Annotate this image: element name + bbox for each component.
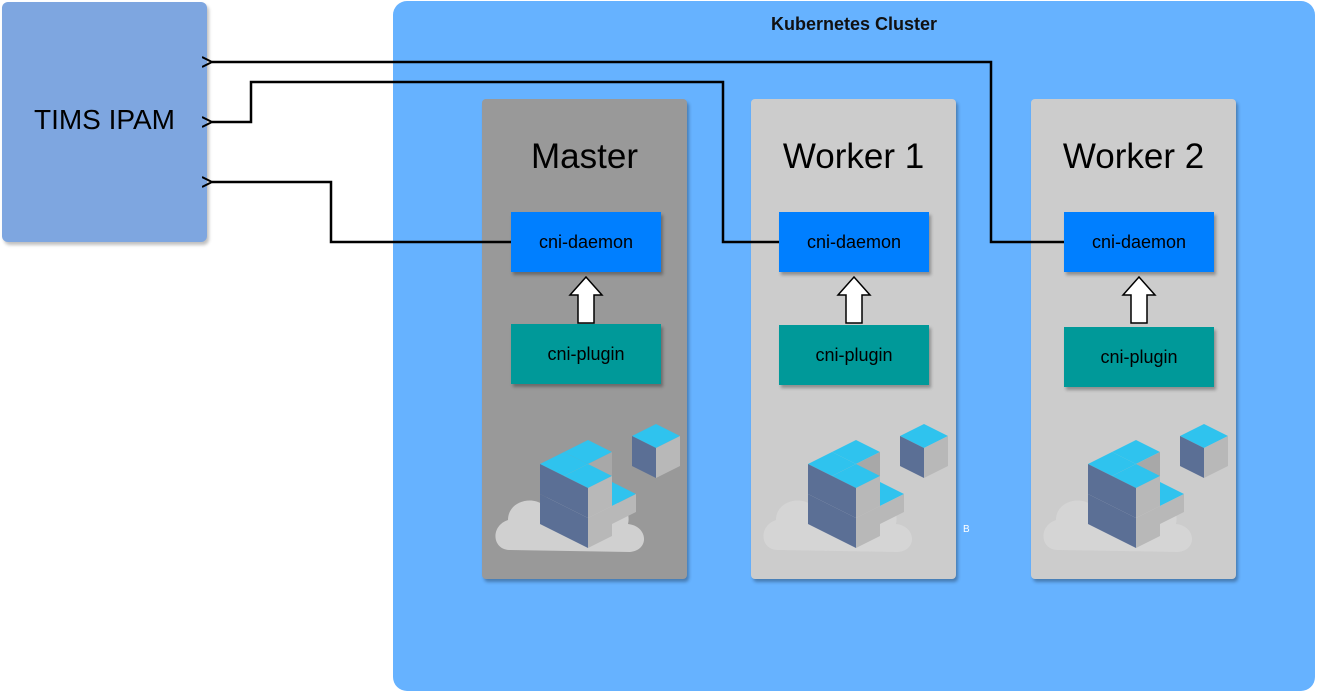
stray-label: B [963,524,970,535]
worker-1-node-title: Worker 1 [782,137,925,176]
master-cni-daemon: cni-daemon [511,212,661,272]
worker-1-cni-daemon-label: cni-daemon [806,231,902,252]
worker-2-cni-plugin: cni-plugin [1064,327,1214,387]
worker-2-cni-daemon-label: cni-daemon [1091,231,1187,252]
master-cni-plugin: cni-plugin [511,324,661,384]
tims-ipam-box: TIMS IPAM [2,2,207,242]
master-cni-daemon-label: cni-daemon [538,231,634,252]
worker-2-cni-plugin-label: cni-plugin [1100,346,1178,367]
cluster-title: Kubernetes Cluster [770,14,938,34]
master-node-title: Master [531,137,638,176]
worker-2-node-title: Worker 2 [1062,137,1205,176]
worker-1-cni-daemon: cni-daemon [779,212,929,272]
tims-ipam-label: TIMS IPAM [33,104,176,135]
worker-1-cni-plugin-label: cni-plugin [815,344,893,365]
master-cni-plugin-label: cni-plugin [547,343,625,364]
worker-1-cni-plugin: cni-plugin [779,325,929,385]
worker-2-cni-daemon: cni-daemon [1064,212,1214,272]
